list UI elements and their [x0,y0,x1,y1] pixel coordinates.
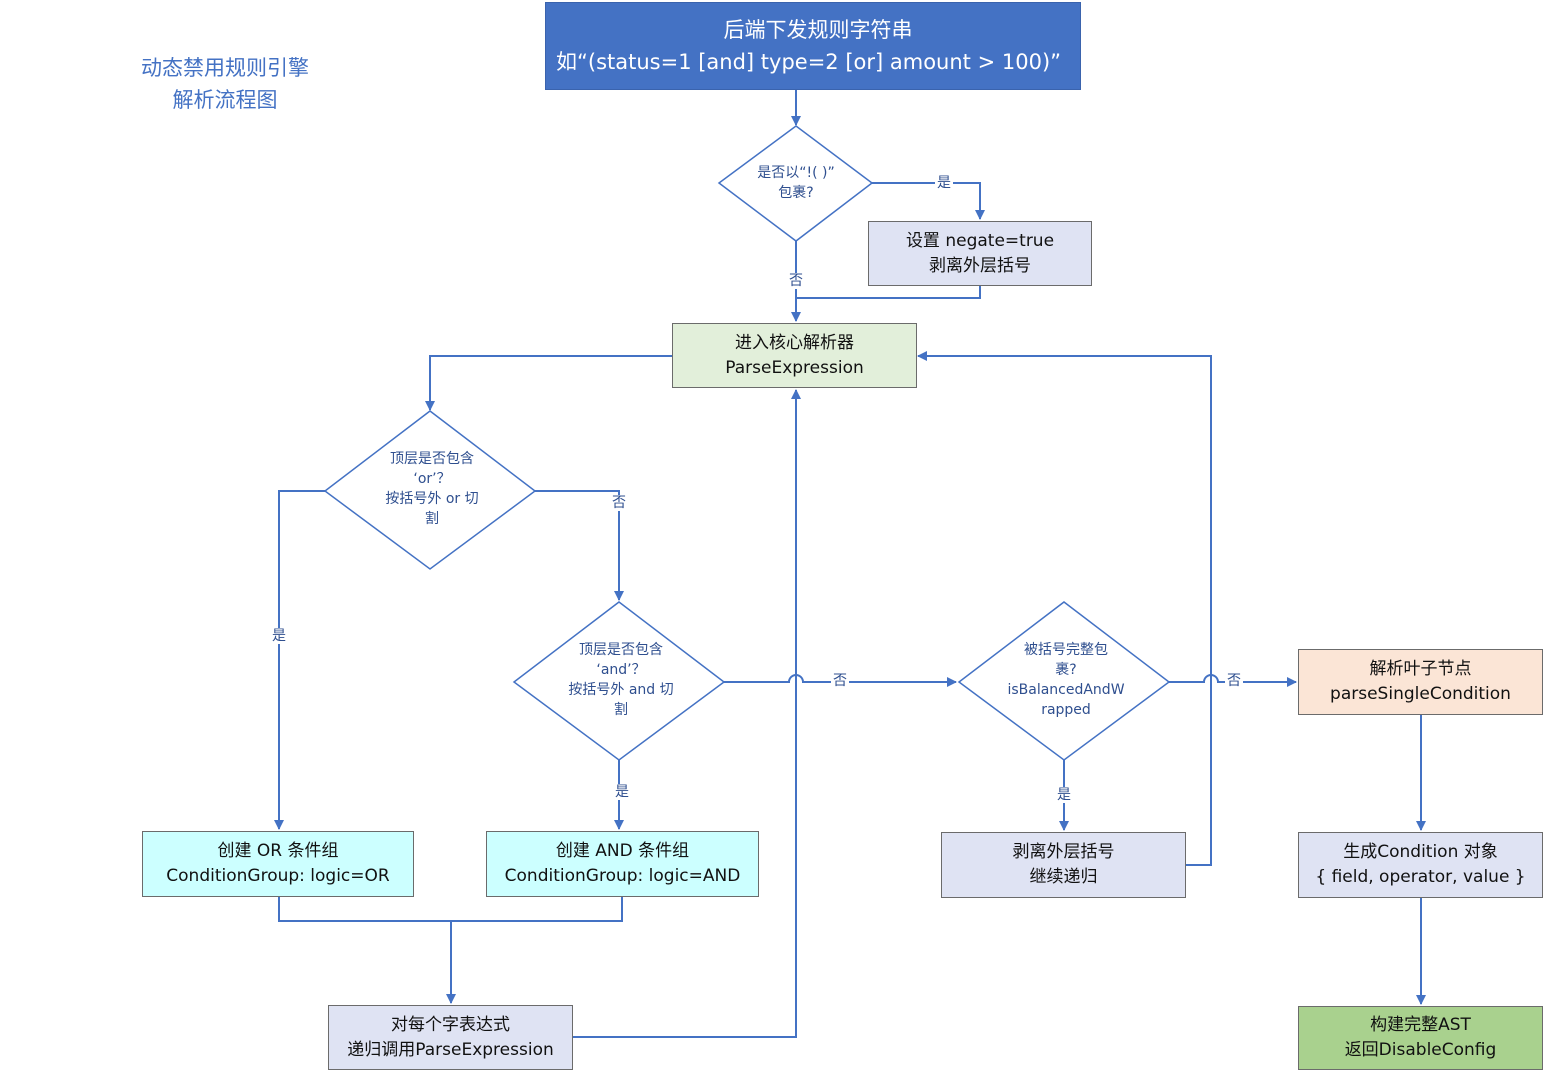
recurse-line2: 递归调用ParseExpression [347,1039,554,1060]
edge-label-balanced-no: 否 [1225,673,1243,689]
build-ast-line2: 返回DisableConfig [1344,1040,1497,1060]
edge-label-negate-no: 否 [787,273,805,289]
decision-and-line4: 割 [614,702,628,718]
chart-title-line2: 解析流程图 [172,88,278,112]
set-negate-line2: 剥离外层括号 [929,255,1031,276]
build-ast-line1: 构建完整AST [1370,1015,1471,1035]
leaf-node-line1: 解析叶子节点 [1369,659,1472,679]
decision-and-diamond [512,601,726,761]
strip-parens-line1: 剥离外层括号 [1012,842,1115,862]
edge-or-no [535,490,624,601]
decision-balanced-text: 被括号完整包 裹? isBalancedAndW rapped [1007,640,1124,720]
start-node-example: 如“(status=1 [and] type=2 [or] amount > 1… [556,50,1062,74]
chart-title: 动态禁用规则引擎 解析流程图 [118,52,332,116]
decision-and-line2: ‘and’？ [596,662,646,678]
set-negate-line1: 设置 negate=true [905,230,1055,251]
edge-label-negate-yes: 是 [935,175,953,191]
or-group-line2: ConditionGroup: logic=OR [166,866,390,886]
decision-balanced-line2: 裹? [1055,662,1077,678]
edge-negate-yes [872,182,985,220]
condition-object-node: 生成Condition 对象 { field, operator, value … [1298,832,1543,898]
edge-label-or-yes: 是 [270,628,288,644]
edge-or-yes [274,490,325,830]
decision-or-line3: 按括号外 or 切 [385,491,479,507]
and-group-line2: ConditionGroup: logic=AND [504,866,741,886]
core-parser-line2: ParseExpression [725,357,864,378]
decision-negate-line1: 是否以“!( )” [757,165,835,181]
edge-label-and-no: 否 [831,673,849,689]
leaf-node-line2: parseSingleCondition [1330,684,1511,704]
or-group-line1: 创建 OR 条件组 [217,841,339,861]
edge-orgroup-merge [278,897,623,922]
decision-or-diamond [323,410,537,570]
condition-object-line2: { field, operator, value } [1315,867,1526,887]
edge-label-or-no: 否 [610,495,628,511]
and-group-node: 创建 AND 条件组 ConditionGroup: logic=AND [486,831,759,897]
edge-recurse-to-core [573,389,801,1038]
recurse-line1: 对每个字表达式 [391,1014,510,1035]
chart-title-line1: 动态禁用规则引擎 [141,56,309,80]
decision-or-line2: ‘or’？ [413,471,451,487]
decision-balanced-diamond [957,601,1171,761]
decision-negate-text: 是否以“!( )” 包裹? [757,163,835,203]
decision-negate-line2: 包裹? [778,185,814,201]
decision-or-text: 顶层是否包含 ‘or’？ 按括号外 or 切 割 [385,449,478,529]
set-negate-node: 设置 negate=true 剥离外层括号 [868,221,1092,286]
leaf-node: 解析叶子节点 parseSingleCondition [1298,649,1543,715]
decision-and-line1: 顶层是否包含 [579,642,663,658]
edge-label-balanced-yes: 是 [1055,787,1073,803]
decision-or-line1: 顶层是否包含 [389,451,474,467]
decision-negate-diamond [717,125,874,242]
decision-and-text: 顶层是否包含 ‘and’？ 按括号外 and 切 割 [568,640,673,720]
strip-parens-node: 剥离外层括号 继续递归 [941,832,1186,898]
and-group-line1: 创建 AND 条件组 [555,841,690,861]
decision-or-line4: 割 [424,511,439,527]
decision-balanced-line3: isBalancedAndW [1007,682,1125,698]
edge-strip-to-core [917,351,1212,866]
recurse-node: 对每个字表达式 递归调用ParseExpression [328,1005,573,1070]
strip-parens-line2: 继续递归 [1029,867,1098,887]
decision-balanced-line1: 被括号完整包 [1024,642,1108,658]
edge-label-and-yes: 是 [613,784,631,800]
core-parser-line1: 进入核心解析器 [735,332,854,353]
decision-and-line3: 按括号外 and 切 [568,682,674,698]
condition-object-line1: 生成Condition 对象 [1343,842,1498,862]
or-group-node: 创建 OR 条件组 ConditionGroup: logic=OR [142,831,414,897]
core-parser-node: 进入核心解析器 ParseExpression [672,323,917,388]
build-ast-node: 构建完整AST 返回DisableConfig [1298,1006,1543,1070]
decision-balanced-line4: rapped [1041,702,1091,718]
start-node: 后端下发规则字符串 如“(status=1 [and] type=2 [or] … [545,2,1081,90]
edge-setnegate-to-core [796,286,981,299]
start-node-title: 后端下发规则字符串 [723,18,913,42]
edge-core-to-or [425,355,672,411]
